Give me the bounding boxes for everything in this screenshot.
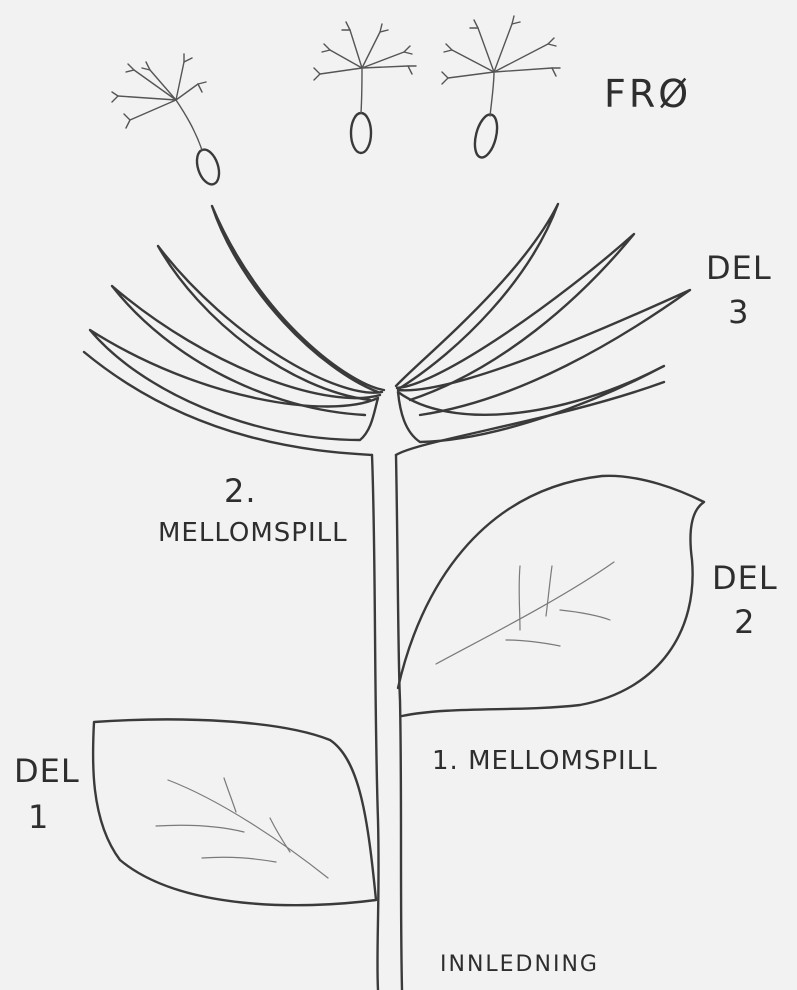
leaf-part1 bbox=[93, 719, 376, 905]
label-introduction: INNLEDNING bbox=[440, 952, 599, 977]
label-part2-word: DEL bbox=[712, 556, 778, 600]
leaf-part2 bbox=[398, 476, 704, 716]
label-interlude2-word: MELLOMSPILL bbox=[158, 512, 348, 554]
label-seeds: FRØ bbox=[604, 72, 691, 116]
seed-1 bbox=[112, 54, 223, 187]
label-part2-number: 2 bbox=[712, 600, 778, 644]
label-part1: DEL 1 bbox=[14, 748, 80, 840]
flower-head bbox=[84, 204, 690, 455]
label-part3: DEL 3 bbox=[706, 246, 772, 334]
label-part1-word: DEL bbox=[14, 748, 80, 794]
label-part2: DEL 2 bbox=[712, 556, 778, 644]
stem bbox=[372, 455, 402, 990]
seed-2 bbox=[314, 22, 416, 153]
seed-3 bbox=[442, 16, 560, 160]
label-interlude2: 2. MELLOMSPILL bbox=[158, 470, 348, 554]
label-part3-number: 3 bbox=[706, 290, 772, 334]
label-part3-word: DEL bbox=[706, 246, 772, 290]
label-part1-number: 1 bbox=[14, 794, 80, 840]
label-interlude1: 1. MELLOMSPILL bbox=[432, 746, 658, 776]
label-interlude2-number: 2. bbox=[158, 470, 348, 512]
